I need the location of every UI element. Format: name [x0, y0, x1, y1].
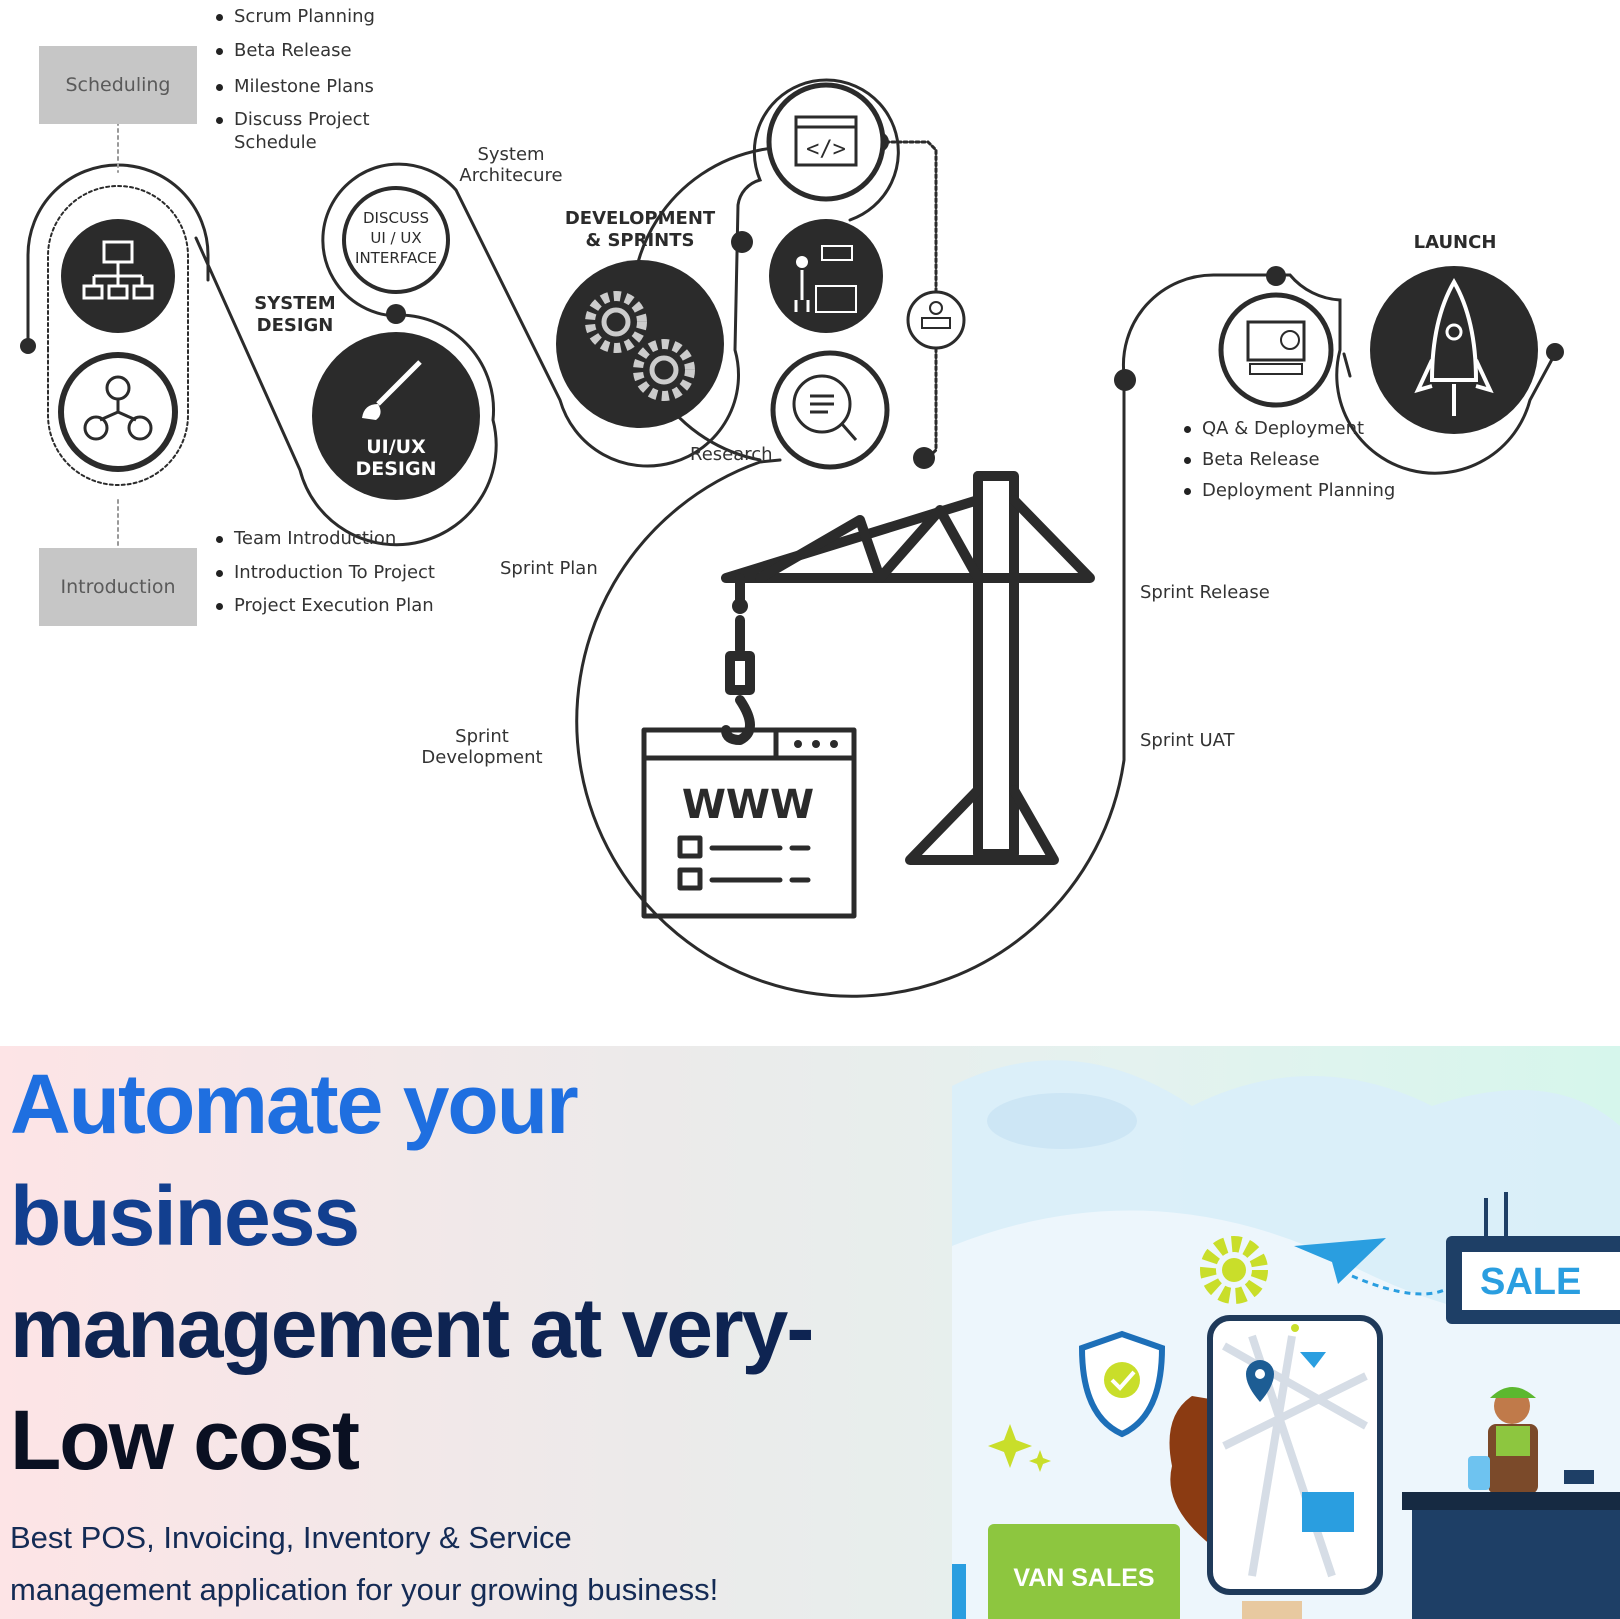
- subtext-line-1: Best POS, Invoicing, Inventory & Service: [10, 1520, 572, 1555]
- hero-banner: Automate your business management at ver…: [0, 1046, 1620, 1619]
- svg-text:</>: </>: [806, 137, 846, 162]
- sale-sign: SALE: [1446, 1192, 1620, 1324]
- headline-line-4: Low cost: [10, 1393, 360, 1487]
- list-item: Discuss Project: [216, 109, 375, 130]
- sprint-uat-label: Sprint UAT: [1140, 730, 1235, 751]
- scheduling-list: Scrum Planning Beta Release Milestone Pl…: [216, 6, 375, 130]
- discuss-uiux-circle: [342, 186, 450, 294]
- introduction-list: Team Introduction Introduction To Projec…: [216, 528, 435, 616]
- org-chart-icon: [61, 219, 175, 333]
- van-sales-badge: VAN SALES: [988, 1524, 1180, 1619]
- list-item-continuation: Schedule: [234, 132, 317, 153]
- launch-label: LAUNCH: [1413, 232, 1497, 253]
- smartphone-map-icon: [1207, 1315, 1383, 1595]
- sale-text: SALE: [1480, 1261, 1581, 1303]
- shield-check-icon: [1078, 1330, 1166, 1438]
- development-process-diagram: </>: [20, 6, 1564, 998]
- list-item: Introduction To Project: [216, 562, 435, 583]
- presenter-chart-icon: [769, 219, 883, 333]
- rocket-icon: [1370, 266, 1538, 434]
- crane-website-icon: [641, 471, 1095, 919]
- headline-line-2: business: [10, 1169, 360, 1263]
- shopkeeper-figure: [1468, 1387, 1594, 1494]
- headline-line-3: management at very-: [10, 1281, 814, 1375]
- scheduling-box: Scheduling: [39, 46, 197, 124]
- paintbrush-icon: [312, 332, 480, 500]
- headline-line-1: Automate your: [10, 1057, 579, 1151]
- list-item: Project Execution Plan: [216, 595, 435, 616]
- list-item: Deployment Planning: [1184, 480, 1395, 501]
- list-item: Beta Release: [1184, 449, 1395, 470]
- list-item: Team Introduction: [216, 528, 435, 549]
- paper-plane-icon: [1294, 1238, 1386, 1284]
- sparkle-icon: [988, 1424, 1051, 1472]
- team-network-icon: [58, 352, 178, 472]
- code-window-icon: </>: [766, 82, 886, 202]
- launch-list: QA & Deployment Beta Release Deployment …: [1184, 418, 1395, 501]
- pos-illustration: SALE VAN SALES: [952, 1060, 1620, 1619]
- list-item: Scrum Planning: [216, 6, 375, 27]
- introduction-box: Introduction: [39, 548, 197, 626]
- list-item: Milestone Plans: [216, 76, 375, 97]
- research-label: Research: [690, 444, 773, 465]
- sprint-plan-label: Sprint Plan: [500, 558, 598, 579]
- sprint-release-label: Sprint Release: [1140, 582, 1270, 603]
- list-item: QA & Deployment: [1184, 418, 1395, 439]
- research-magnifier-icon: [770, 350, 890, 470]
- subtext-line-2: management application for your growing …: [10, 1572, 719, 1607]
- www-text: WWW: [682, 782, 814, 828]
- van-sales-text: VAN SALES: [1013, 1564, 1154, 1592]
- qa-monitor-icon: [1218, 292, 1334, 408]
- gears-icon: [556, 260, 724, 428]
- development-sprints-label: DEVELOPMENT& SPRINTS: [564, 208, 716, 251]
- gear-icon: [1200, 1236, 1268, 1304]
- person-desk-icon: [906, 290, 966, 350]
- list-item: Beta Release: [216, 40, 375, 61]
- process-path-graphic: </>: [20, 78, 1564, 998]
